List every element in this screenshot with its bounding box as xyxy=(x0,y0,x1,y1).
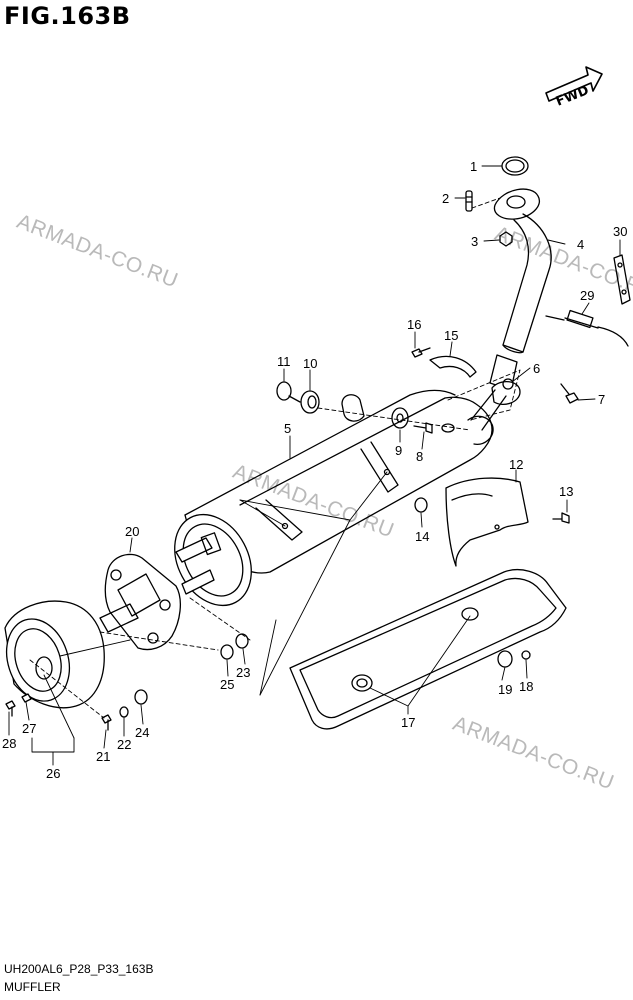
end-cap-part xyxy=(4,600,105,709)
mount-collar-part xyxy=(341,394,365,422)
callout-6: 6 xyxy=(533,361,540,376)
callout-14: 14 xyxy=(415,529,429,544)
callout-11: 11 xyxy=(277,354,291,369)
figure-title: FIG.163B xyxy=(4,2,131,30)
callout-12: 12 xyxy=(509,457,523,472)
muffler-protector-part xyxy=(429,355,477,378)
callout-30: 30 xyxy=(613,224,627,239)
callout-13: 13 xyxy=(559,484,573,499)
callout-19: 19 xyxy=(498,682,512,697)
callout-25: 25 xyxy=(220,677,234,692)
washer-22-part xyxy=(119,706,129,718)
rubber-cap-part xyxy=(414,497,428,513)
stud-bolt-part xyxy=(465,190,473,212)
heat-protector-part xyxy=(289,569,567,730)
protector-grommet-part xyxy=(497,650,513,668)
callout-24: 24 xyxy=(135,725,149,740)
callout-26: 26 xyxy=(46,766,60,781)
callout-21: 21 xyxy=(96,749,110,764)
callout-16: 16 xyxy=(407,317,421,332)
clamp-bolt-part xyxy=(560,383,579,404)
callout-18: 18 xyxy=(519,679,533,694)
callout-28: 28 xyxy=(2,736,16,751)
cover-bolt-part xyxy=(552,512,570,524)
gasket-ring-part xyxy=(501,156,529,176)
diagram-name: MUFFLER xyxy=(4,980,61,994)
washer-part xyxy=(391,407,409,429)
diagram-code: UH200AL6_P28_P33_163B xyxy=(4,962,154,976)
callout-29: 29 xyxy=(580,288,594,303)
leader-lines xyxy=(8,165,621,766)
callout-7: 7 xyxy=(598,392,605,407)
heat-shield-bolt-part xyxy=(411,347,431,358)
callout-3: 3 xyxy=(471,234,478,249)
callout-10: 10 xyxy=(303,356,317,371)
muffler-nut-part xyxy=(441,423,455,433)
callout-4: 4 xyxy=(577,237,584,252)
callout-15: 15 xyxy=(444,328,458,343)
muffler-cover-part xyxy=(445,477,529,567)
fwd-arrow-icon: FWD xyxy=(545,66,603,110)
screw-21-part xyxy=(101,714,112,731)
callout-5: 5 xyxy=(284,421,291,436)
nut-23-part xyxy=(235,633,249,649)
callout-8: 8 xyxy=(416,449,423,464)
muffler-body-part xyxy=(174,389,507,607)
oxygen-sensor-part xyxy=(545,309,629,347)
callout-22: 22 xyxy=(117,737,131,752)
callout-9: 9 xyxy=(395,443,402,458)
callout-1: 1 xyxy=(470,159,477,174)
callout-17: 17 xyxy=(401,715,415,730)
washer-24-part xyxy=(134,689,148,705)
pipe-bracket-part xyxy=(613,254,631,305)
grommet-part xyxy=(300,390,320,414)
washer-25-part xyxy=(220,644,234,660)
screw-27-part xyxy=(21,693,32,703)
mount-bolt-part xyxy=(276,381,301,403)
callout-23: 23 xyxy=(236,665,250,680)
callout-2: 2 xyxy=(442,191,449,206)
screw-28-part xyxy=(5,700,16,717)
exhaust-pipe-part xyxy=(489,188,552,391)
silencer-bracket-part xyxy=(99,553,182,651)
protector-collar-part xyxy=(521,650,531,660)
callout-27: 27 xyxy=(22,721,36,736)
callout-20: 20 xyxy=(125,524,139,539)
callout-labels: 1 2 3 4 5 6 7 8 9 10 11 12 13 14 15 16 1… xyxy=(2,159,627,781)
nut-part xyxy=(499,231,513,247)
